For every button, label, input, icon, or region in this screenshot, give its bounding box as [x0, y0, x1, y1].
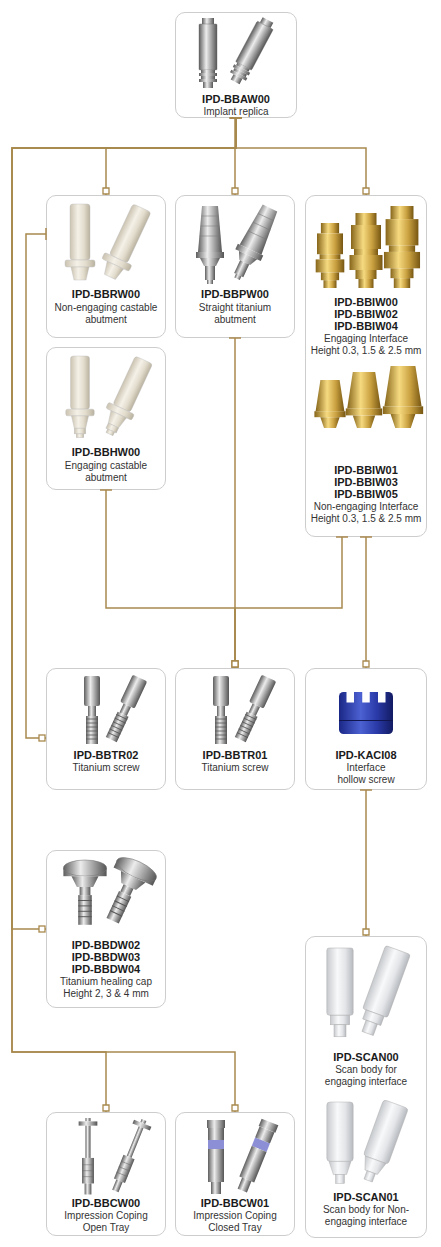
part-box: IPD-BBTR02Titanium screw	[46, 668, 166, 790]
connector-line	[236, 118, 366, 195]
part-description: Engaging Interface Height 0.3, 1.5 & 2.5…	[310, 333, 423, 357]
impression-coping-image	[207, 1120, 225, 1194]
impression-coping-image	[234, 1119, 278, 1194]
castable-abutment-image	[97, 354, 157, 440]
connector-line	[234, 118, 236, 195]
scan-body-image	[356, 1099, 409, 1185]
part-code: IPD-BBIW05	[310, 488, 423, 500]
part-code: IPD-KACI08	[310, 749, 422, 761]
titanium-abutment-image	[224, 202, 282, 285]
part-box: IPD-BBDW02IPD-BBDW03IPD-BBDW04Titanium h…	[46, 850, 166, 1008]
scan-body-image	[327, 1102, 353, 1183]
part-box: IPD-BBRW00Non-engaging castable abutment	[46, 195, 166, 338]
connector-line	[12, 118, 236, 929]
connector-line	[12, 118, 236, 1112]
interface-image	[346, 372, 382, 428]
part-code: IPD-BBCW00	[50, 1197, 162, 1209]
part-description: Titanium healing cap Height 2, 3 & 4 mm	[50, 976, 162, 1000]
implant-replica-image	[199, 18, 217, 88]
interface-image	[316, 223, 345, 288]
healing-cap-image	[93, 853, 160, 930]
part-box: IPD-SCAN00Scan body for engaging interfa…	[305, 936, 427, 1238]
scan-body-image	[327, 948, 353, 1037]
part-description: Impression Coping Open Tray	[56, 1210, 156, 1234]
part-description: Scan body for engaging interface	[320, 1064, 412, 1088]
part-code: IPD-BBCW01	[179, 1197, 291, 1209]
interface-image	[350, 213, 383, 288]
screw-image	[84, 676, 100, 744]
part-box: IPD-BBTR01Titanium screw	[175, 668, 295, 790]
part-code: IPD-BBIW03	[310, 476, 423, 488]
implant-replica-image	[227, 16, 276, 86]
part-box: IPD-BBPW00Straight titanium abutment	[175, 195, 295, 338]
part-code: IPD-BBIW02	[310, 308, 423, 320]
interface-image	[314, 380, 345, 428]
part-code: IPD-BBDW02	[50, 939, 162, 951]
part-code: IPD-BBTR01	[179, 749, 291, 761]
part-description: Straight titanium abutment	[179, 302, 291, 326]
part-code: IPD-BBIW04	[310, 320, 423, 332]
part-description: Impression Coping Closed Tray	[185, 1210, 285, 1234]
part-code: IPD-BBPW00	[179, 288, 291, 300]
part-box: IPD-BBIW00IPD-BBIW02IPD-BBIW04Engaging I…	[305, 195, 427, 537]
part-code: IPD-BBIW00	[310, 296, 423, 308]
hollow-screw-image	[339, 691, 393, 735]
part-description: Engaging castable abutment	[50, 460, 162, 484]
part-box: IPD-BBCW00Impression Coping Open Tray	[46, 1112, 166, 1236]
part-code: IPD-BBIW01	[310, 464, 423, 476]
part-code: IPD-SCAN00	[310, 1051, 422, 1063]
part-code: IPD-SCAN01	[310, 1191, 422, 1203]
part-code: IPD-BBTR02	[50, 749, 162, 761]
connector-line	[106, 118, 236, 195]
part-box: IPD-BBAW00Implant replica	[175, 12, 297, 118]
part-box: IPD-KACI08Interface hollow screw	[305, 668, 427, 790]
part-description: Interface hollow screw	[335, 762, 397, 786]
scan-body-image	[355, 945, 410, 1037]
screw-image	[233, 675, 276, 743]
castable-abutment-image	[65, 204, 95, 280]
part-description: Non-engaging Interface Height 0.3, 1.5 &…	[310, 501, 423, 525]
part-code: IPD-BBHW00	[50, 446, 162, 458]
part-description: Non-engaging castable abutment	[50, 302, 162, 326]
titanium-abutment-image	[196, 206, 224, 284]
healing-cap-image	[63, 860, 106, 925]
connector-line	[235, 537, 342, 668]
castable-abutment-image	[96, 202, 155, 284]
connector-line	[106, 490, 235, 668]
interface-image	[383, 366, 423, 428]
connector-line	[365, 537, 367, 668]
part-description: Titanium screw	[179, 762, 291, 774]
connector-line	[234, 338, 236, 668]
connector-line	[365, 790, 367, 936]
screw-image	[104, 675, 147, 743]
part-description: Titanium screw	[50, 762, 162, 774]
impression-coping-image	[79, 1118, 98, 1195]
interface-image	[384, 206, 420, 288]
part-code: IPD-BBDW04	[50, 963, 162, 975]
part-box: IPD-BBHW00Engaging castable abutment	[46, 347, 166, 490]
connector-line	[12, 118, 236, 1112]
castable-abutment-image	[66, 356, 95, 438]
connector-line	[26, 234, 46, 738]
part-description: Scan body for Non-engaging interface	[310, 1204, 422, 1228]
part-code: IPD-BBDW03	[50, 951, 162, 963]
part-code: IPD-BBAW00	[180, 93, 292, 105]
part-box: IPD-BBCW01Impression Coping Closed Tray	[175, 1112, 295, 1236]
impression-coping-image	[107, 1116, 153, 1194]
part-description: Implant replica	[180, 106, 292, 118]
screw-image	[213, 676, 229, 744]
part-code: IPD-BBRW00	[50, 288, 162, 300]
